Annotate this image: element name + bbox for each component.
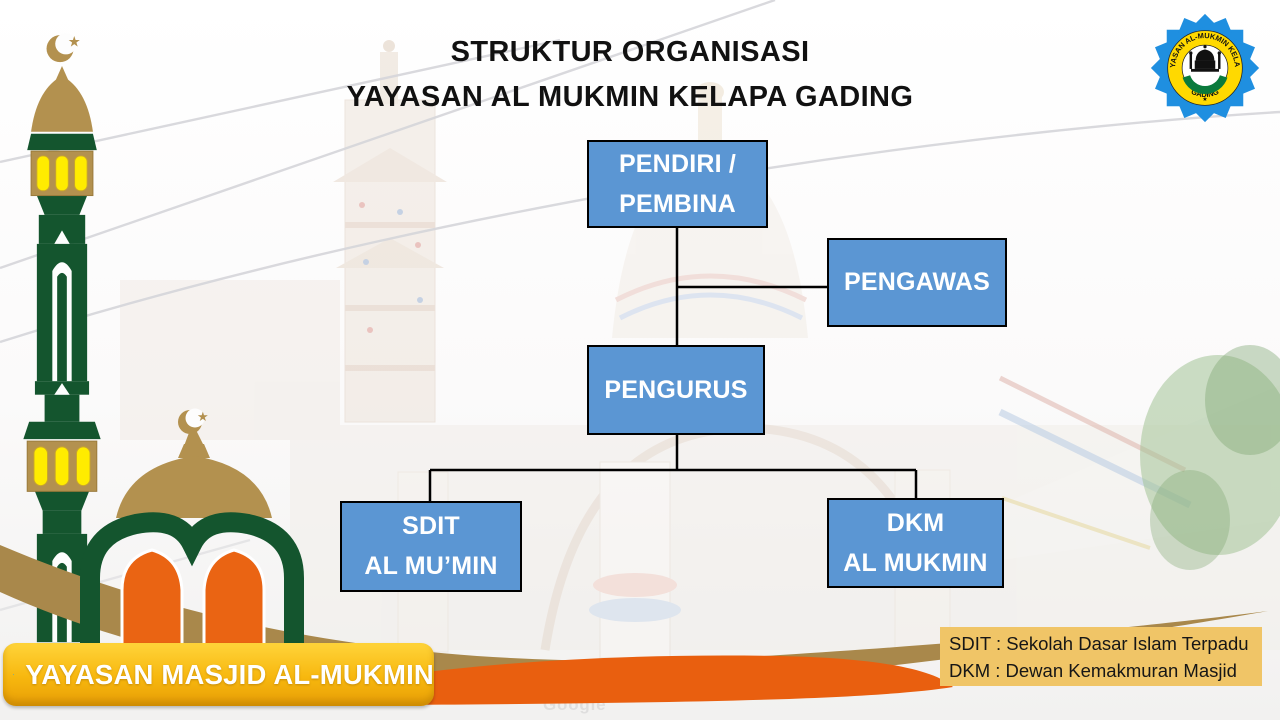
org-node-pengurus: PENGURUS [587,345,765,435]
legend-box: SDIT : Sekolah Dasar Islam Terpadu DKM :… [940,627,1262,686]
org-node-dkm-al-mukmin: DKM AL MUKMIN [827,498,1004,588]
mosque-green-arch [80,512,304,648]
org-node-pendiri-pembina: PENDIRI / PEMBINA [587,140,768,228]
org-node-label-line: AL MUKMIN [843,548,988,577]
legend-line-dkm: DKM : Dewan Kemakmuran Masjid [949,660,1237,681]
org-node-sdit-al-mumin: SDIT AL MU’MIN [340,501,522,592]
org-node-label-line: PENGURUS [604,375,748,404]
slide-title: STRUKTUR ORGANISASI YAYASAN AL MUKMIN KE… [150,30,1110,120]
minaret-crescent-icon: ★ [46,33,81,63]
mosque-gold-dome [116,430,272,518]
footer-banner-logo [13,646,14,703]
minaret-dome [31,66,93,132]
legend-line-sdit: SDIT : Sekolah Dasar Islam Terpadu [949,633,1249,654]
svg-text:★: ★ [68,35,81,51]
org-node-pengawas: PENGAWAS [827,238,1007,327]
slide-title-line1: STRUKTUR ORGANISASI [450,36,810,68]
mosque-dome-illustration: ★ [80,408,304,648]
slide-title-line2: YAYASAN AL MUKMIN KELAPA GADING [346,81,914,113]
foundation-logo [1148,12,1262,124]
minaret-balconies [26,150,98,492]
org-node-label-line: PENDIRI / [618,149,737,178]
org-node-label-line: DKM [886,508,945,537]
org-node-label-line: AL MU’MIN [364,552,498,580]
org-node-label-line: PENGAWAS [843,268,991,296]
org-node-label-line: PEMBINA [619,189,736,218]
footer-banner-text: YAYASAN MASJID AL-MUKMIN [25,658,434,690]
photo-tree [1140,345,1280,570]
footer-banner: YAYASAN MASJID AL-MUKMIN [3,643,434,706]
photo-central-tower [333,40,447,423]
mosque-orange-door-left [120,548,184,648]
svg-text:★: ★ [197,409,209,424]
mosque-crescent-icon: ★ [178,408,209,434]
photo-watermark: Google [543,695,607,714]
org-node-label-line: SDIT [402,512,460,540]
mosque-orange-door-right [202,548,266,648]
